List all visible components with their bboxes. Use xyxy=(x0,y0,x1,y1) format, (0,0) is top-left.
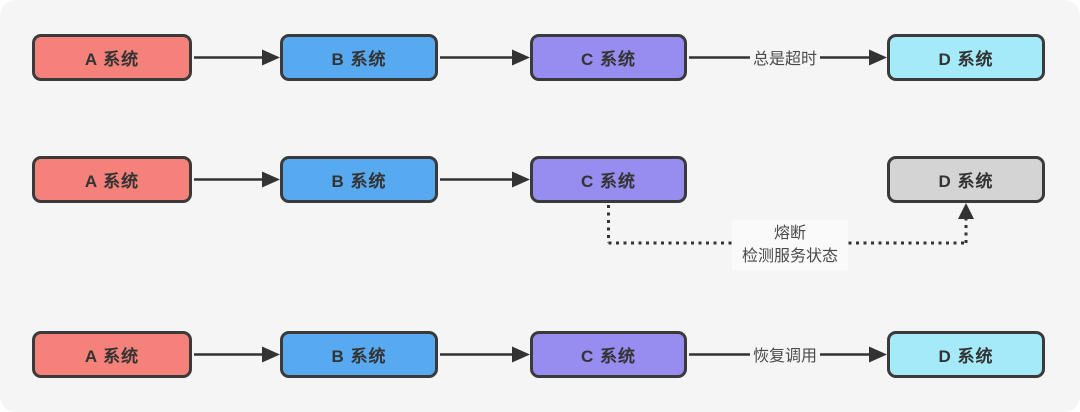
node-system-c-row2: C 系统 xyxy=(530,156,687,203)
node-system-a-row3: A 系统 xyxy=(32,331,192,378)
node-system-c-row3: C 系统 xyxy=(530,331,687,378)
node-label: D 系统 xyxy=(938,172,994,191)
node-label: B 系统 xyxy=(331,172,387,191)
edge-label-always-timeout: 总是超时 xyxy=(749,45,821,69)
edge-label-line-2: 检测服务状态 xyxy=(741,248,839,265)
arrow-b-to-c-row1 xyxy=(440,49,530,66)
node-system-b-row2: B 系统 xyxy=(280,156,438,203)
edge-label-recover-call: 恢复调用 xyxy=(749,342,821,366)
node-system-a-row1: A 系统 xyxy=(32,34,192,81)
edge-label-circuit-break: 熔断 检测服务状态 xyxy=(731,220,849,270)
arrowhead-up-to-d-row2 xyxy=(958,203,974,219)
node-label: B 系统 xyxy=(331,347,387,366)
arrow-b-to-c-row2 xyxy=(440,171,530,188)
node-label: A 系统 xyxy=(84,347,140,366)
node-system-b-row1: B 系统 xyxy=(280,34,438,81)
node-label: B 系统 xyxy=(331,50,387,69)
node-label: C 系统 xyxy=(581,347,636,366)
node-system-c-row1: C 系统 xyxy=(530,34,687,81)
node-label: A 系统 xyxy=(84,50,140,69)
node-system-b-row3: B 系统 xyxy=(280,331,438,378)
arrow-a-to-b-row1 xyxy=(194,49,280,66)
node-system-a-row2: A 系统 xyxy=(32,156,192,203)
node-system-d-row1: D 系统 xyxy=(887,34,1045,81)
node-label: A 系统 xyxy=(84,172,140,191)
arrow-a-to-b-row3 xyxy=(194,346,280,363)
node-label: C 系统 xyxy=(581,50,636,69)
node-label: D 系统 xyxy=(938,50,994,69)
node-label: D 系统 xyxy=(938,347,994,366)
edge-label-line-1: 熔断 xyxy=(773,225,807,242)
node-system-d-row3: D 系统 xyxy=(887,331,1045,378)
arrow-b-to-c-row3 xyxy=(440,346,530,363)
node-system-d-row2-unavailable: D 系统 xyxy=(887,156,1045,203)
arrow-a-to-b-row2 xyxy=(194,171,280,188)
node-label: C 系统 xyxy=(581,172,636,191)
